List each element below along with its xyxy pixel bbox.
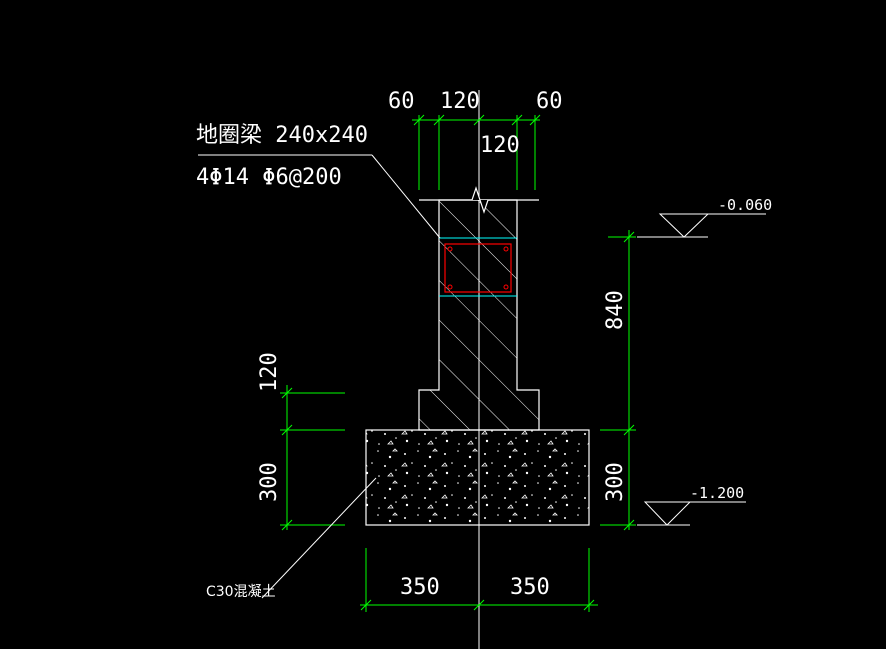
top-dimension-lines [412,114,541,190]
left-dimension-lines [280,385,345,531]
dim-left-lower: 300 [257,462,282,502]
dim-top-right: 60 [536,89,563,114]
elevation-bottom-label: -1.200 [690,484,744,502]
dim-right-upper: 840 [603,290,628,330]
ring-beam-outline [439,237,517,297]
concrete-footing [365,429,590,526]
dim-bottom-left: 350 [400,575,440,600]
right-dimension-lines [600,230,636,531]
bottom-dimension-lines [360,548,598,612]
material-label: C30混凝土 [206,584,276,600]
material-label-leader [261,477,377,599]
rebar-cage [444,243,512,293]
beam-label-line2: 4Φ14 Φ6@200 [196,165,342,190]
dim-right-lower: 300 [603,462,628,502]
elevation-marker-bottom [637,501,746,526]
dim-top-left: 60 [388,89,415,114]
beam-label-line1: 地圈梁 240x240 [196,123,368,148]
dim-left-upper: 120 [257,352,282,392]
beam-label-leader [198,154,441,239]
wall-body [418,186,540,431]
elevation-top-label: -0.060 [718,196,772,214]
elevation-marker-top [637,213,766,238]
dim-bottom-right: 350 [510,575,550,600]
dim-top-lower-mid: 120 [480,133,520,158]
dim-top-mid: 120 [440,89,480,114]
